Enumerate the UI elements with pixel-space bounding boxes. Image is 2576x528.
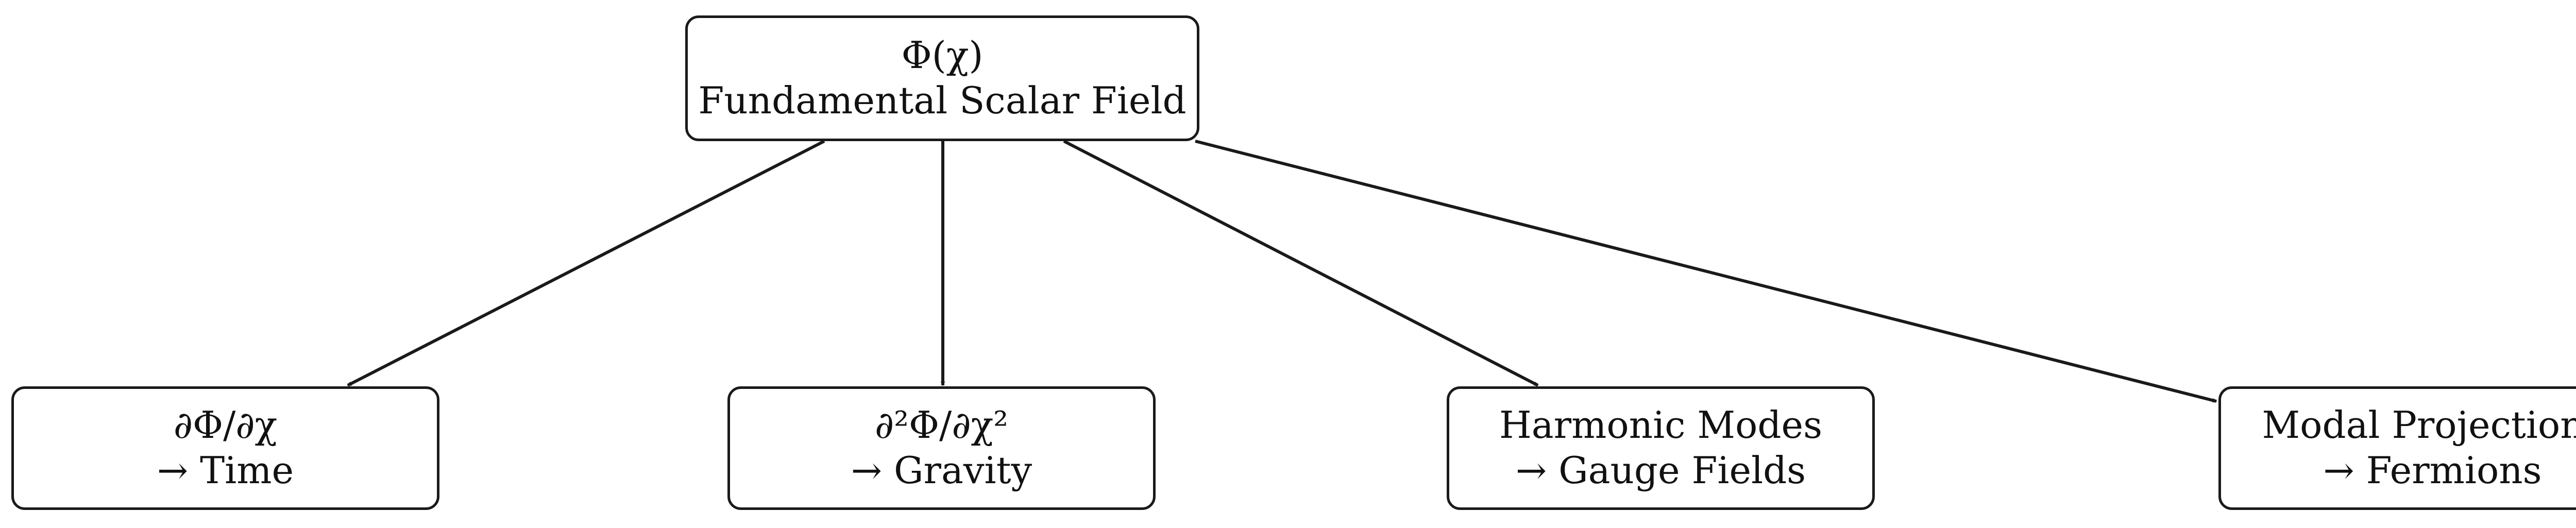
gravity-node-label: → Gravity	[851, 449, 1032, 492]
time-node-label: → Time	[157, 449, 294, 492]
gauge-node-label: → Gauge Fields	[1515, 449, 1806, 492]
root-symbol: Φ(χ)	[901, 33, 984, 77]
edges	[347, 140, 2217, 403]
root-node-box: Φ(χ) Fundamental Scalar Field	[685, 15, 1199, 141]
gauge-node-box: Harmonic Modes → Gauge Fields	[1447, 386, 1875, 510]
root-label: Fundamental Scalar Field	[698, 79, 1187, 122]
gravity-node-box: ∂²Φ/∂χ² → Gravity	[727, 386, 1156, 510]
gauge-node-title: Harmonic Modes	[1499, 403, 1823, 447]
arrow-root-to-time	[347, 140, 825, 387]
gravity-node-expression: ∂²Φ/∂χ²	[874, 403, 1009, 447]
fermion-node-box: Modal Projections → Fermions	[2218, 386, 2576, 510]
arrow-root-to-gauge	[1063, 140, 1539, 387]
fermion-node-label: → Fermions	[2323, 449, 2542, 492]
time-node-expression: ∂Φ/∂χ	[173, 403, 278, 447]
time-node-box: ∂Φ/∂χ → Time	[11, 386, 439, 510]
fermion-node-title: Modal Projections	[2262, 403, 2576, 447]
arrow-root-to-fermion	[1195, 140, 2217, 403]
